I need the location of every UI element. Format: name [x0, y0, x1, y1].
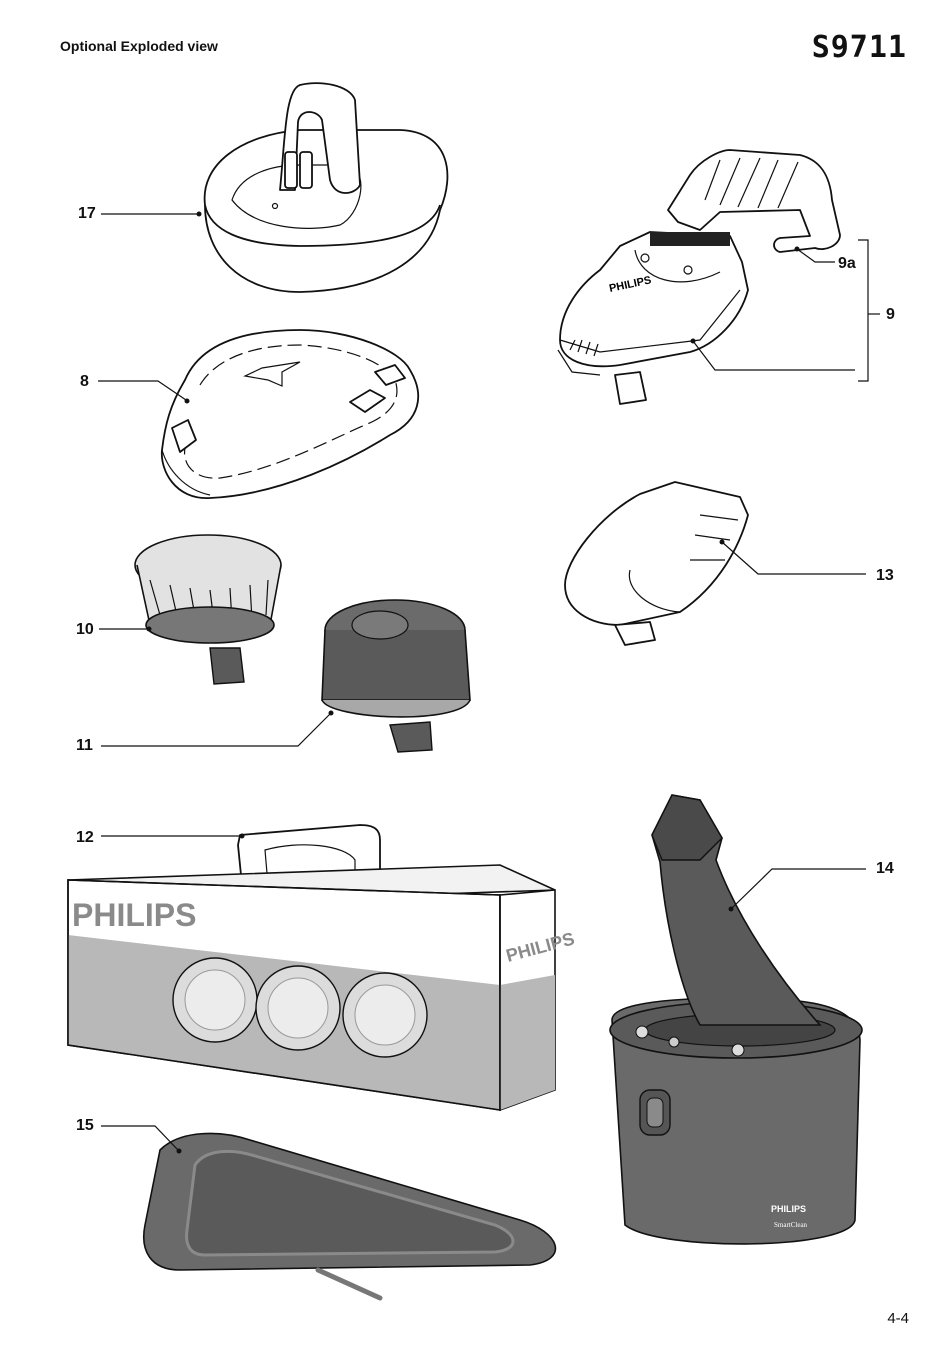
leader-12: [101, 833, 245, 839]
callout-10: 10: [76, 621, 94, 638]
leader-15: [101, 1125, 182, 1154]
cleansing-brush: [134, 534, 282, 685]
callout-11: 11: [76, 737, 93, 754]
smartclean-system: PHILIPS SmartClean: [609, 794, 863, 1245]
leader-9a: [794, 246, 835, 263]
leader-14: [728, 868, 866, 912]
model-number: S9711: [811, 30, 907, 65]
callout-9: 9: [886, 306, 895, 323]
page-number: 4-4: [887, 1310, 909, 1327]
callout-8: 8: [80, 373, 89, 390]
callout-12: 12: [76, 829, 94, 846]
callout-13: 13: [876, 567, 894, 584]
callout-14: 14: [876, 860, 894, 877]
leader-9: [690, 239, 880, 382]
leader-17: [101, 211, 202, 217]
leader-8: [98, 380, 190, 404]
trimmer-blade-icon: [650, 232, 730, 246]
massage-pad: [321, 599, 471, 753]
callout-17: 17: [78, 205, 96, 222]
station-model-text: SmartClean: [774, 1221, 808, 1229]
charging-stand: [203, 82, 449, 293]
click-on-trimmer: [564, 481, 749, 646]
protection-cap: [161, 329, 419, 499]
callout-15: 15: [76, 1117, 94, 1134]
beard-trimmer: PHILIPS: [557, 149, 841, 405]
brush-refill-box: PHILIPS PHILIPS: [67, 824, 577, 1112]
leader-10: [99, 626, 152, 632]
leader-13: [719, 539, 866, 575]
travel-pouch: [143, 1132, 557, 1301]
leader-11: [101, 710, 334, 747]
station-brand-text: PHILIPS: [771, 1204, 806, 1214]
callout-9a: 9a: [838, 255, 856, 272]
page-title: Optional Exploded view: [60, 38, 218, 54]
box-brand-front-text: PHILIPS: [72, 897, 196, 933]
